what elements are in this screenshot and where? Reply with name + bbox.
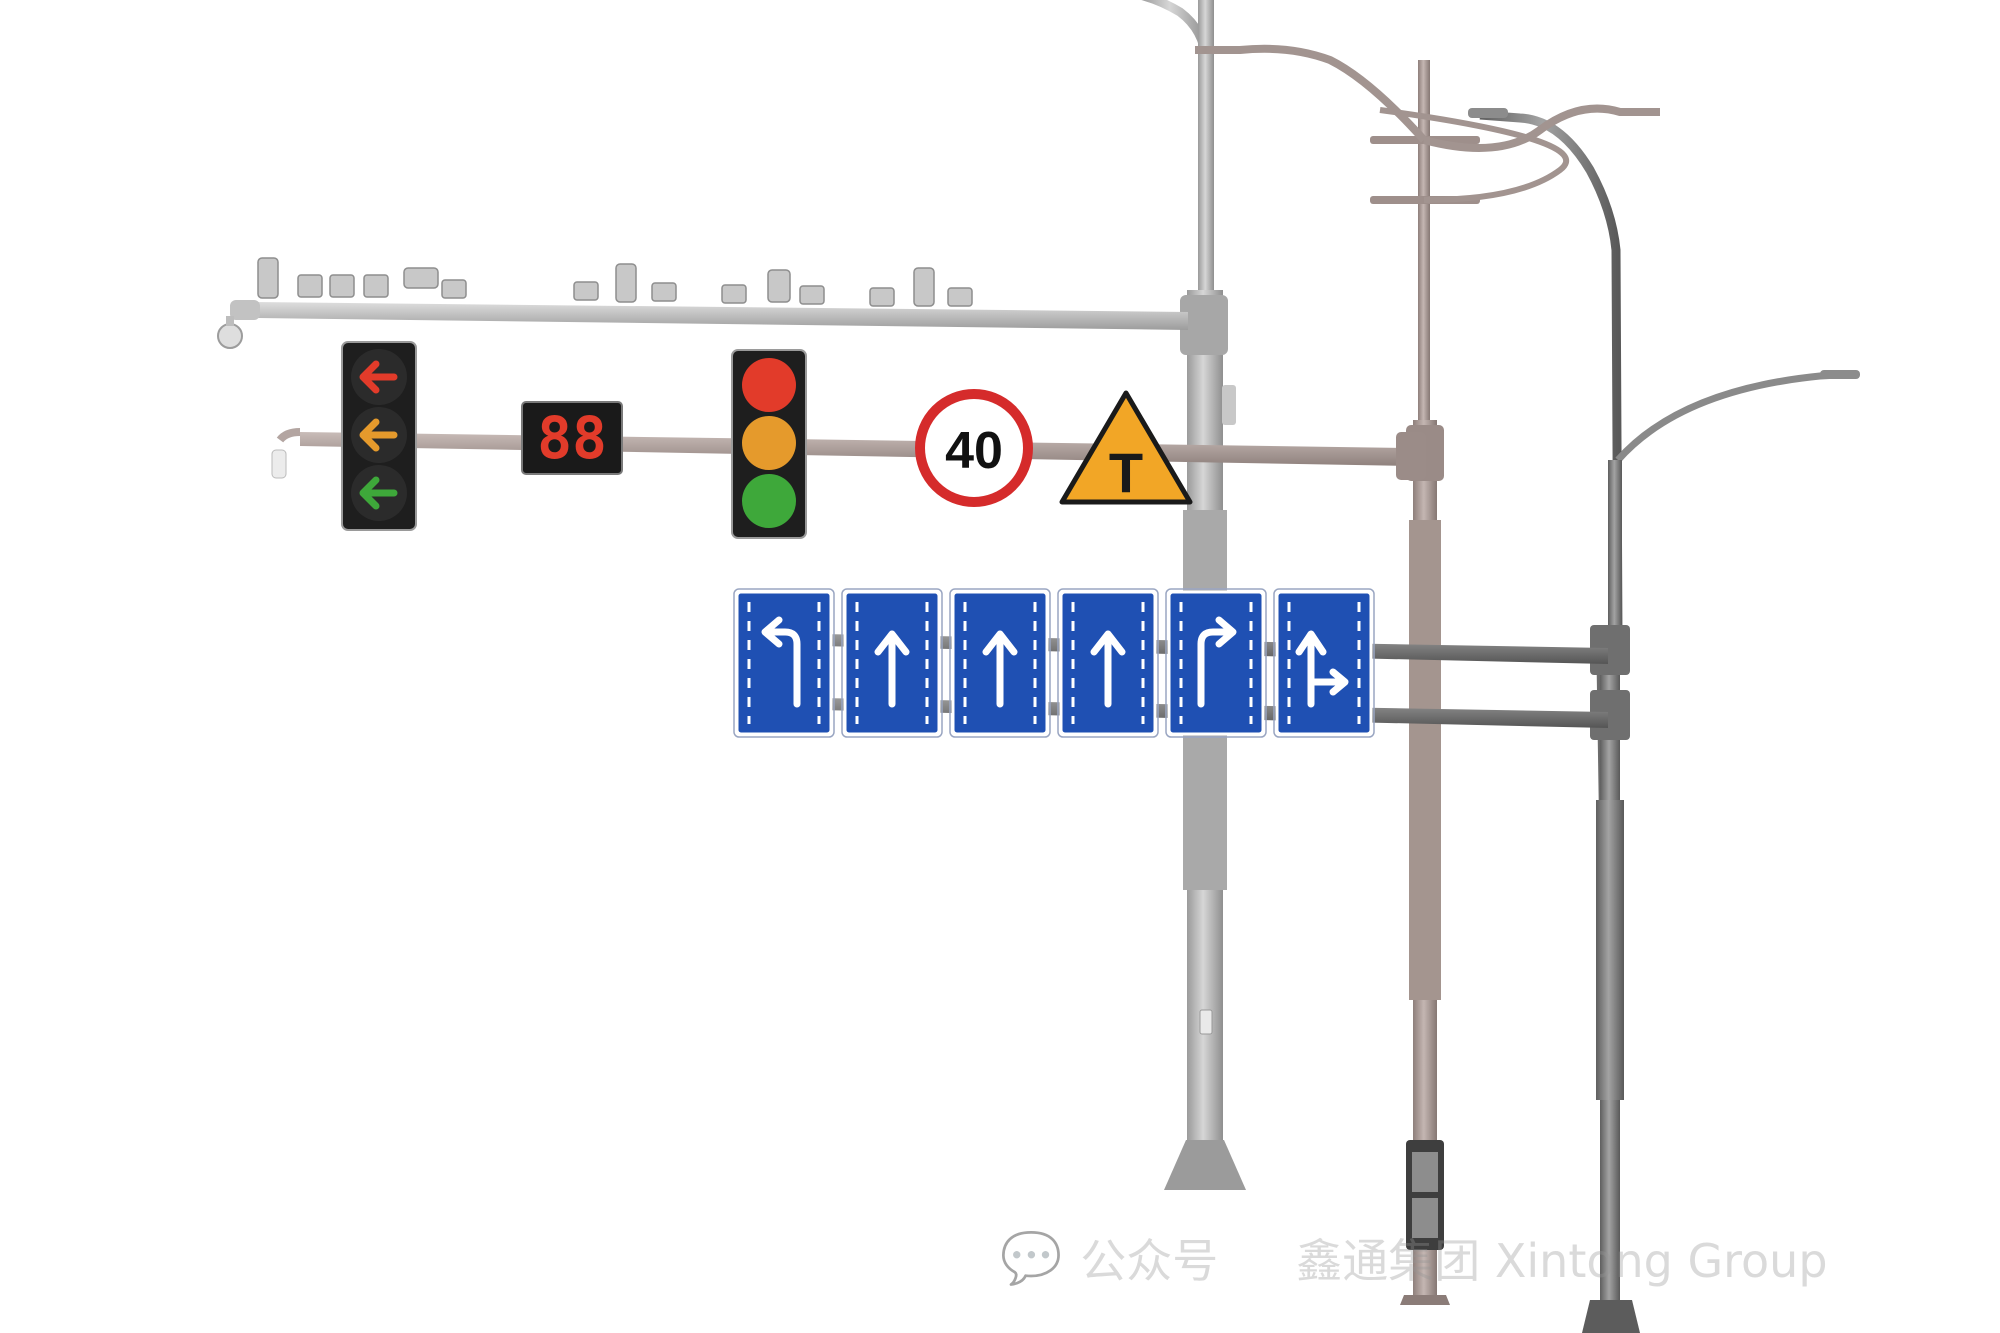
lane-straight-icon (982, 630, 1018, 708)
lane-sign (1273, 588, 1375, 738)
pink-multi-function-pole (1195, 44, 1660, 1305)
green-lamp (742, 474, 796, 528)
lane-straight-icon (874, 630, 910, 708)
countdown-digits: 88 (537, 404, 607, 472)
arrow-left-icon (359, 418, 398, 452)
lane-sign (841, 588, 943, 738)
left-arrow-traffic-signal (341, 341, 417, 531)
lane-left-turn-icon (761, 616, 801, 708)
lane-sign (1165, 588, 1267, 738)
amber-lamp (742, 416, 796, 470)
lane-sign (1057, 588, 1159, 738)
lane-sign (733, 588, 835, 738)
camera-mounting-arm (217, 257, 1188, 349)
arrow-left-icon (359, 360, 398, 394)
lane-right-turn-icon (1197, 616, 1237, 708)
speed-limit-sign: 40 (915, 389, 1033, 507)
red-lamp (742, 358, 796, 412)
watermark-account-label: 公众号 (1080, 1234, 1219, 1288)
watermark-brand: 鑫通集团 Xintong Group (1296, 1234, 1828, 1288)
watermark: 💬 公众号 鑫通集团 Xintong Group (1000, 1228, 1828, 1289)
signal-mounting-arm (271, 428, 1426, 480)
speed-limit-value: 40 (945, 422, 1003, 480)
t-junction-warning-sign: T (1059, 390, 1193, 505)
arrow-left-icon (359, 476, 398, 510)
round-traffic-signal (731, 349, 807, 539)
lane-straight-icon (1090, 630, 1126, 708)
countdown-display: 88 (521, 401, 623, 475)
lane-straight-right-icon (1295, 630, 1349, 708)
dark-street-light-pole (1468, 108, 1860, 1333)
wechat-icon: 💬 (1000, 1228, 1063, 1287)
lane-direction-signs (733, 588, 1375, 738)
lane-sign (949, 588, 1051, 738)
warning-symbol: T (1109, 441, 1143, 504)
